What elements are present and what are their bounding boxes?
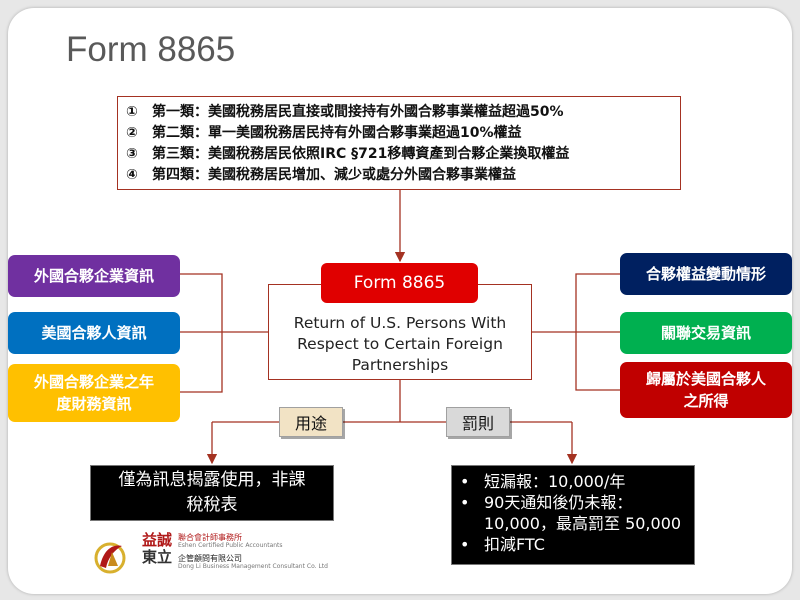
page-title: Form 8865: [66, 30, 236, 69]
penalty-item: •扣減FTC: [460, 535, 545, 554]
right-item-interest-changes: 合夥權益變動情形: [620, 253, 792, 295]
firm-names: 聯合會計師事務所 Eshen Certified Public Accounta…: [178, 533, 328, 570]
form-label: Form 8865: [321, 263, 478, 303]
form-desc-line: Return of U.S. Persons With: [293, 314, 507, 332]
left-branch-lines: [180, 273, 268, 393]
form-desc-line: Respect to Certain Foreign: [297, 335, 503, 353]
usage-box: 僅為訊息揭露使用，非課 稅稅表: [90, 465, 334, 521]
right-branch-lines: [532, 273, 620, 391]
firm-logo-icon: [94, 542, 126, 574]
right-item-related-transactions: 關聯交易資訊: [620, 312, 792, 354]
penalty-tag: 罰則: [446, 407, 510, 437]
penalty-box: •短漏報：10,000/年 •90天通知後仍未報： 10,000，最高罰至 50…: [451, 465, 695, 565]
firm-brand-zh: 益誠 東立: [142, 531, 173, 566]
usage-tag: 用途: [279, 407, 343, 437]
left-item-partnership-info: 外國合夥企業資訊: [8, 255, 180, 297]
left-item-us-partner-info: 美國合夥人資訊: [8, 312, 180, 354]
left-item-financial-info: 外國合夥企業之年 度財務資訊: [8, 364, 180, 422]
form-desc-line: Partnerships: [351, 356, 449, 374]
right-item-income-allocation: 歸屬於美國合夥人 之所得: [620, 362, 792, 418]
penalty-item: •90天通知後仍未報： 10,000，最高罰至 50,000: [460, 493, 682, 533]
penalty-item: •短漏報：10,000/年: [460, 472, 626, 491]
